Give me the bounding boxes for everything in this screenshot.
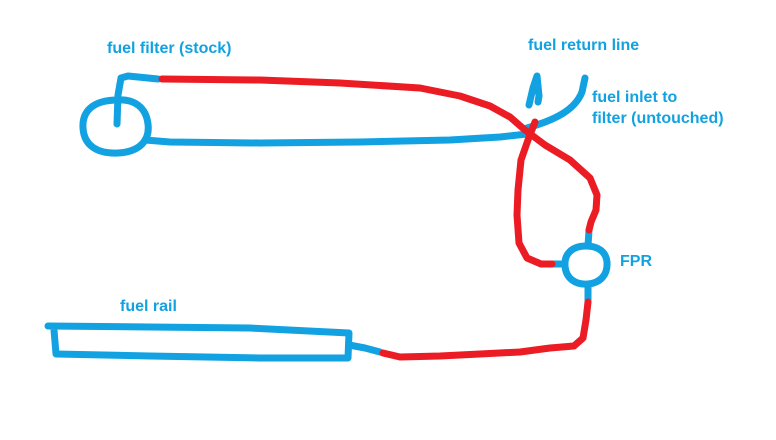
- fpr-label: FPR: [620, 253, 652, 270]
- fpr-to-rail-line: [379, 298, 592, 361]
- fuel-inlet-label-line1: fuel inlet to: [592, 89, 678, 106]
- fuel-return-line-label: fuel return line: [528, 37, 640, 54]
- return-to-fpr-line: [513, 118, 556, 268]
- fuel-filter-body: [79, 96, 152, 157]
- fuel-filter-outlet: [113, 72, 162, 128]
- fuel-filter-label: fuel filter (stock): [107, 40, 232, 57]
- filter-to-fpr-line: [158, 75, 601, 234]
- fuel-inlet-label-line2: filter (untouched): [592, 110, 724, 127]
- fuel-filter-return-line: [141, 130, 531, 147]
- fuel-inlet-label: fuel inlet to filter (untouched): [592, 87, 724, 129]
- fuel-return-line: [525, 72, 543, 109]
- fpr-body: [561, 242, 611, 288]
- fuel-rail-outlet: [345, 341, 384, 356]
- fuel-rail-label: fuel rail: [120, 298, 177, 315]
- fuel-rail-body: [44, 322, 353, 362]
